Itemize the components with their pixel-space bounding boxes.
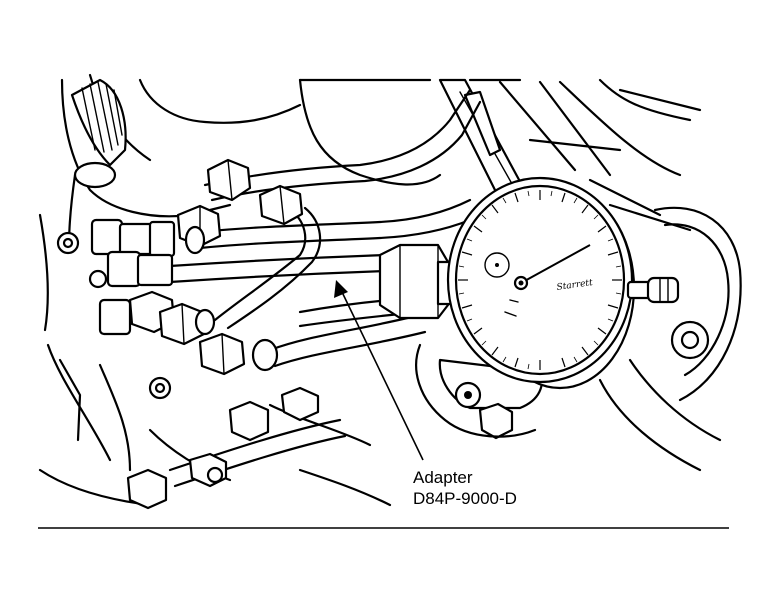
dial-ticks [458, 190, 622, 370]
adapter-callout: Adapter D84P-9000-D [413, 467, 517, 509]
callout-line-1: Adapter [413, 468, 473, 487]
callout-leader-arrow [334, 280, 424, 461]
bracket-arms [438, 78, 702, 232]
right-housing [598, 206, 742, 472]
dial-needle [520, 244, 591, 284]
hex-nuts [56, 158, 320, 510]
knurled-cap [68, 78, 127, 252]
adapter-sleeve [378, 243, 454, 320]
callout-line-2: D84P-9000-D [413, 489, 517, 508]
dial-minor-ticks [458, 190, 622, 370]
dial-indicator: Starrett [446, 176, 680, 390]
